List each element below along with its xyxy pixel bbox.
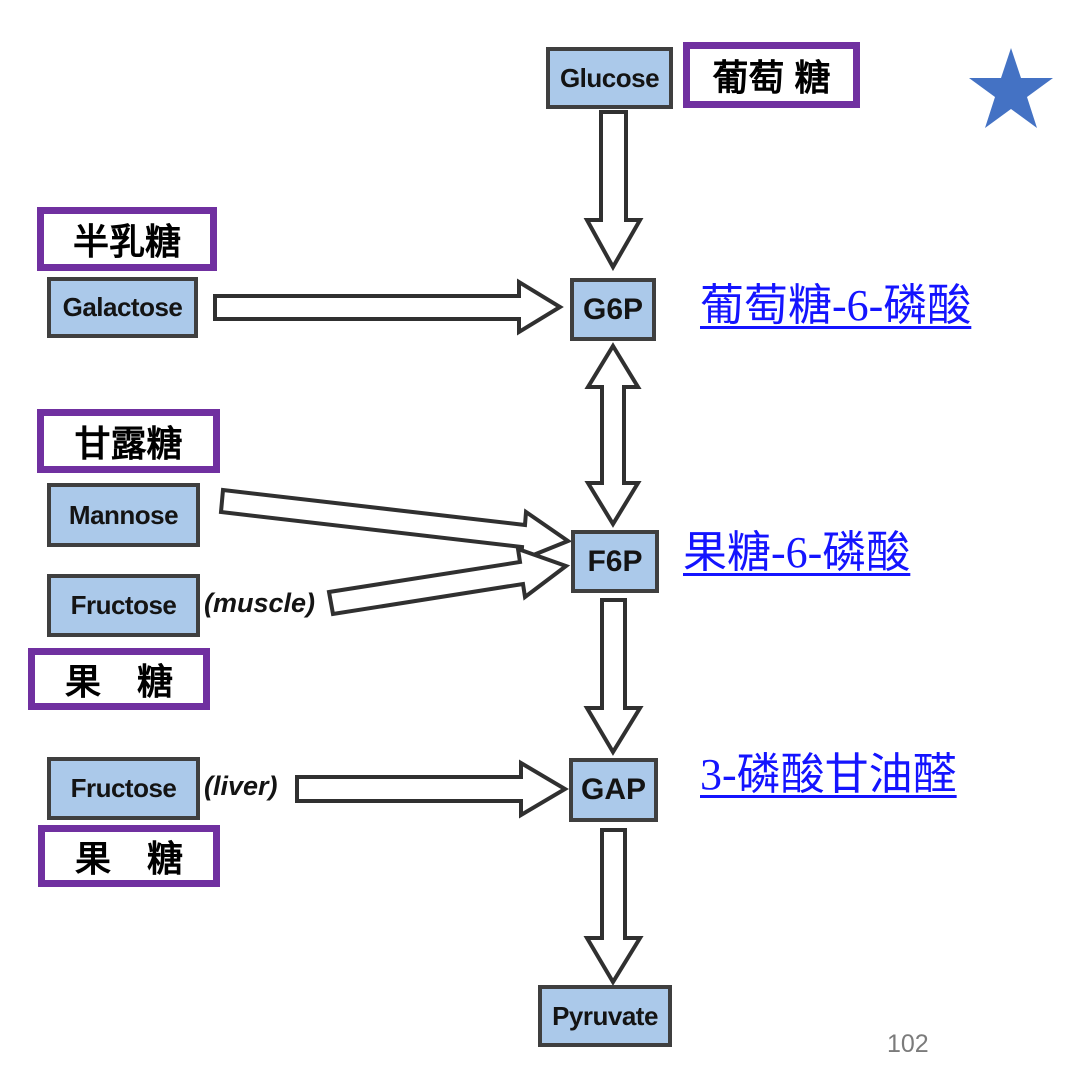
arrow-g6p-f6p-double xyxy=(584,342,642,528)
node-fructose-muscle: Fructose xyxy=(47,574,200,637)
node-f6p: F6P xyxy=(571,530,659,593)
node-g6p: G6P xyxy=(570,278,656,341)
arrow-f6p-to-gap xyxy=(583,598,644,756)
cn-label-glucose: 葡萄 糖 xyxy=(683,42,860,108)
cn-label-fructose-liver: 果 糖 xyxy=(38,825,220,887)
arrow-mannose-to-f6p xyxy=(218,487,573,564)
arrow-fructose-liver-to-gap xyxy=(295,759,569,819)
node-galactose: Galactose xyxy=(47,277,198,338)
note-muscle: (muscle) xyxy=(204,588,316,618)
node-glucose: Glucose xyxy=(546,47,673,109)
node-pyruvate: Pyruvate xyxy=(538,985,672,1047)
note-liver: (liver) xyxy=(204,771,278,801)
cn-label-mannose: 甘露糖 xyxy=(37,409,220,473)
star-icon xyxy=(969,48,1053,128)
node-mannose: Mannose xyxy=(47,483,200,547)
node-gap: GAP xyxy=(569,758,658,822)
arrow-gap-to-pyruvate xyxy=(583,828,644,986)
node-fructose-liver: Fructose xyxy=(47,757,200,820)
link-gap-chinese[interactable]: 3-磷酸甘油醛 xyxy=(700,750,957,799)
link-g6p-chinese[interactable]: 葡萄糖-6-磷酸 xyxy=(700,281,972,330)
arrow-galactose-to-g6p xyxy=(213,278,564,336)
link-f6p-chinese[interactable]: 果糖-6-磷酸 xyxy=(683,528,911,577)
arrow-fructose-muscle-to-f6p xyxy=(326,545,571,617)
arrow-glucose-to-g6p xyxy=(583,110,644,272)
cn-label-galactose: 半乳糖 xyxy=(37,207,217,271)
cn-label-fructose-muscle: 果 糖 xyxy=(28,648,210,710)
page-number: 102 xyxy=(887,1030,929,1058)
